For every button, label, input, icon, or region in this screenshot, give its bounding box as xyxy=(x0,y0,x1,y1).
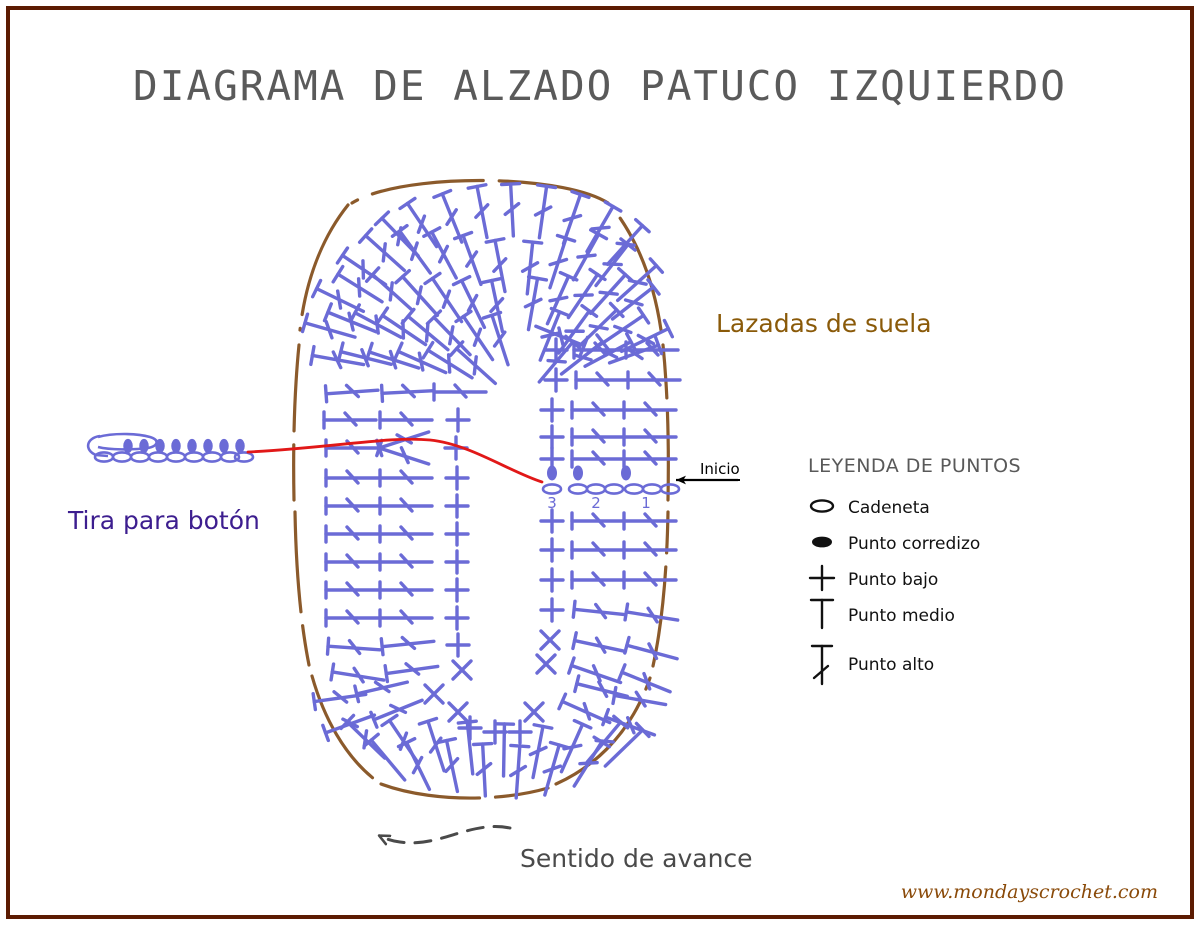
legend-label-punto-corredizo: Punto corredizo xyxy=(848,534,980,554)
double-crochet-tee-slash-icon xyxy=(810,644,834,686)
legend-item-punto-corredizo: Punto corredizo xyxy=(812,534,980,554)
direction-label: Sentido de avance xyxy=(520,844,753,873)
chain-oval-outline-icon xyxy=(809,499,835,513)
legend-item-punto-medio: Punto medio xyxy=(809,598,955,630)
half-double-tee-icon xyxy=(809,598,835,630)
sole-outline xyxy=(292,178,670,800)
legend-label-cadeneta: Cadeneta xyxy=(848,498,930,518)
legend-panel: LEYENDA DE PUNTOS Cadeneta Punto corredi… xyxy=(808,455,1021,686)
left-instep-rows xyxy=(322,380,488,690)
start-label: Inicio xyxy=(700,460,740,478)
strap-label: Tira para botón xyxy=(67,506,260,535)
legend-label-punto-alto: Punto alto xyxy=(848,655,934,675)
sole-label: Lazadas de suela xyxy=(716,309,932,338)
strap-slip-row xyxy=(123,438,245,454)
toe-stitch-fan xyxy=(300,181,675,392)
button-strap xyxy=(86,432,255,463)
legend-label-punto-bajo: Punto bajo xyxy=(848,570,938,590)
legend-item-cadeneta: Cadeneta xyxy=(809,498,930,518)
strap-chain-row xyxy=(93,451,255,463)
legend-label-punto-medio: Punto medio xyxy=(848,606,955,626)
legend-item-punto-bajo: Punto bajo xyxy=(808,564,938,592)
page-title: DIAGRAMA DE ALZADO PATUCO IZQUIERDO xyxy=(133,62,1067,110)
legend-title: LEYENDA DE PUNTOS xyxy=(808,455,1021,477)
row-number-2: 2 xyxy=(591,494,601,512)
single-crochet-plus-icon xyxy=(808,564,836,592)
heel-stitch-fan xyxy=(311,672,669,801)
slip-oval-filled-icon xyxy=(812,536,832,548)
row-number-1: 1 xyxy=(641,494,651,512)
row-number-3: 3 xyxy=(547,494,557,512)
legend-item-punto-alto: Punto alto xyxy=(810,644,934,686)
watermark: www.mondayscrochet.com xyxy=(901,881,1158,903)
strap-guide-line xyxy=(246,437,544,484)
direction-arrow xyxy=(380,825,512,843)
